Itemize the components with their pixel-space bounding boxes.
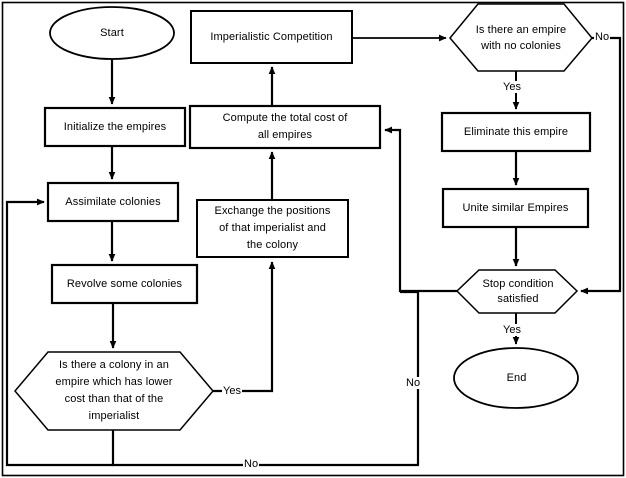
node-shape-unite-empires bbox=[441, 187, 590, 229]
edge-colony-no-to-assimilate bbox=[111, 430, 419, 467]
node-shape-start bbox=[49, 6, 175, 60]
edge-label-stop-condition-yes: Yes bbox=[502, 324, 522, 336]
node-shape-empire-no-colonies bbox=[449, 3, 593, 72]
edge-stop-condition-no-to-compute bbox=[384, 126, 457, 293]
node-shape-end bbox=[453, 347, 579, 409]
node-shape-imperialistic-competition bbox=[190, 10, 353, 64]
edge-label-colony-yes: Yes bbox=[222, 385, 242, 397]
node-shape-initialize-empires bbox=[43, 106, 187, 148]
node-shape-assimilate-colonies bbox=[46, 181, 180, 223]
node-shape-exchange-positions bbox=[196, 199, 349, 258]
node-shape-colony-lower-cost bbox=[14, 351, 214, 431]
edge-bottom-loop-return bbox=[5, 198, 113, 467]
edge-label-colony-no: No bbox=[243, 458, 260, 470]
node-shape-revolve-colonies bbox=[50, 263, 199, 305]
edge-label-empire-no-colonies-no: No bbox=[594, 31, 611, 43]
edge-label-stop-condition-no: No bbox=[405, 377, 422, 389]
node-shape-stop-condition bbox=[455, 269, 579, 314]
edge-colony-yes-to-exchange bbox=[213, 261, 276, 393]
node-shape-compute-total-cost bbox=[188, 104, 382, 150]
node-shape-eliminate-empire bbox=[440, 111, 592, 153]
edge-empire-no-to-stop-condition bbox=[580, 36, 622, 295]
edge-label-empire-no-colonies-yes: Yes bbox=[502, 81, 522, 93]
